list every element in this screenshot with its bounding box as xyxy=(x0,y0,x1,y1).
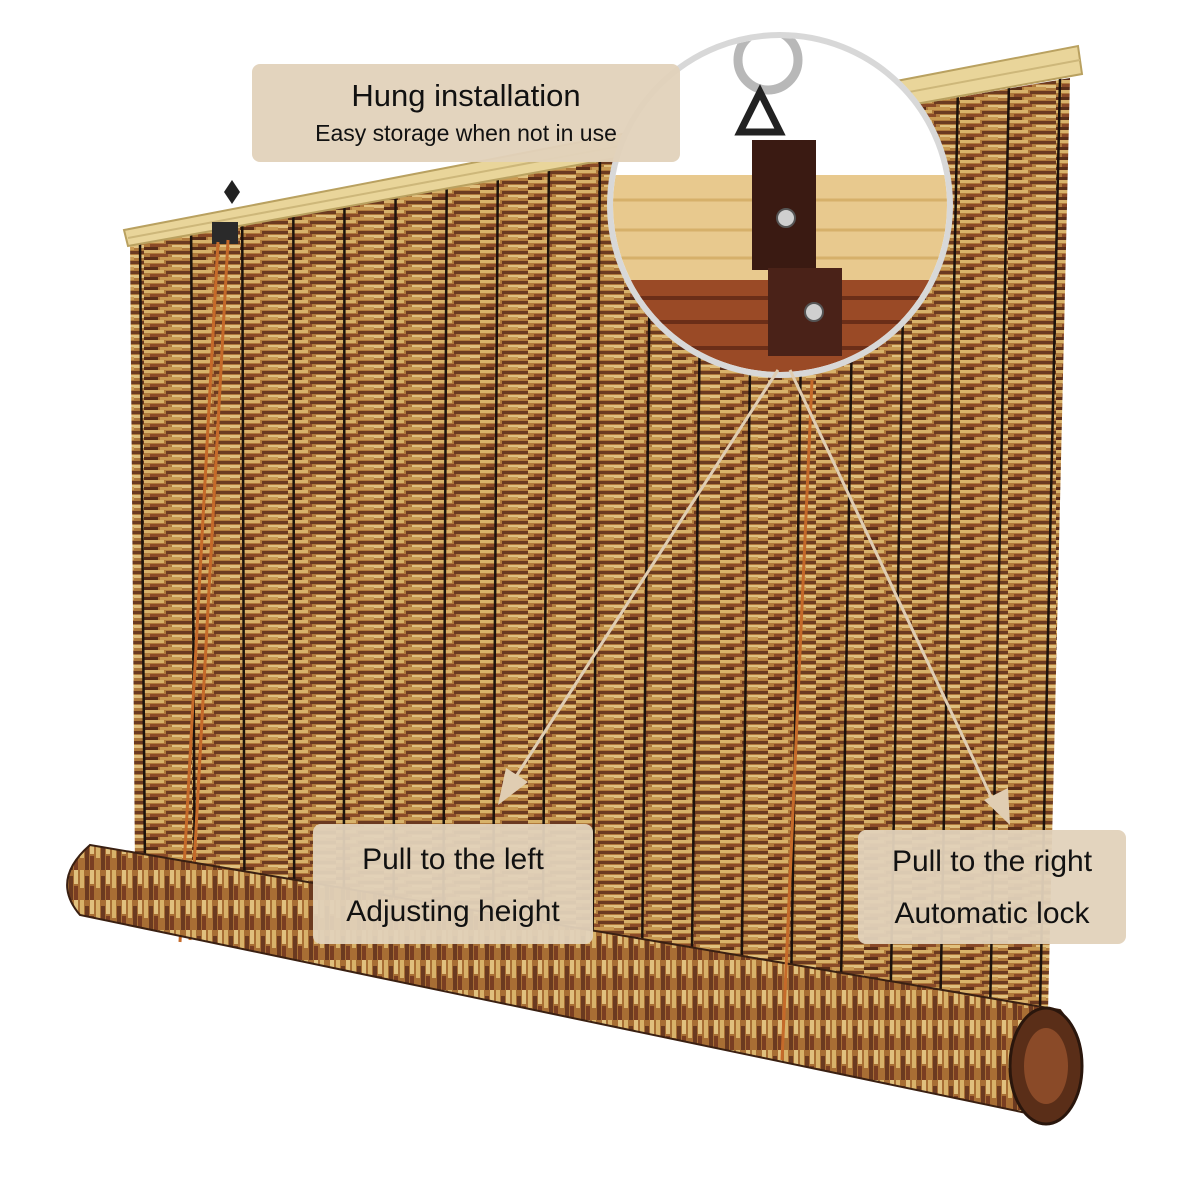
callout-title: Hung installation xyxy=(351,78,581,113)
bracket-hook-icon xyxy=(734,84,786,136)
pointer-arrows xyxy=(513,369,997,806)
pull-right-callout: Pull to the right Automatic lock xyxy=(858,830,1126,944)
binding-string xyxy=(240,220,246,884)
hung-installation-callout: Hung installation Easy storage when not … xyxy=(252,64,680,162)
callout-line-2: Automatic lock xyxy=(894,897,1090,930)
metal-ring-icon xyxy=(733,38,803,95)
binding-string xyxy=(392,193,397,907)
callout-line-1: Pull to the right xyxy=(891,845,1093,878)
binding-string xyxy=(292,211,296,892)
binding-string xyxy=(342,202,346,900)
callout-line-1: Pull to the left xyxy=(362,843,544,876)
callout-line-2: Adjusting height xyxy=(346,895,560,928)
binding-string xyxy=(442,184,448,915)
binding-string xyxy=(491,175,500,923)
right-pull-cord xyxy=(780,379,814,1061)
mounting-bracket-detail xyxy=(607,32,953,378)
arrow-right-head-icon xyxy=(984,788,1010,825)
binding-string xyxy=(541,166,551,931)
pull-left-callout: Pull to the left Adjusting height xyxy=(313,824,593,944)
arrow-left-head-icon xyxy=(498,768,528,805)
binding-string xyxy=(189,229,196,876)
binding-string xyxy=(591,157,602,939)
callout-subtitle: Easy storage when not in use xyxy=(315,120,617,146)
binding-string xyxy=(138,237,147,869)
left-hanging-hook-icon xyxy=(212,180,240,244)
left-pull-cords xyxy=(178,239,230,943)
